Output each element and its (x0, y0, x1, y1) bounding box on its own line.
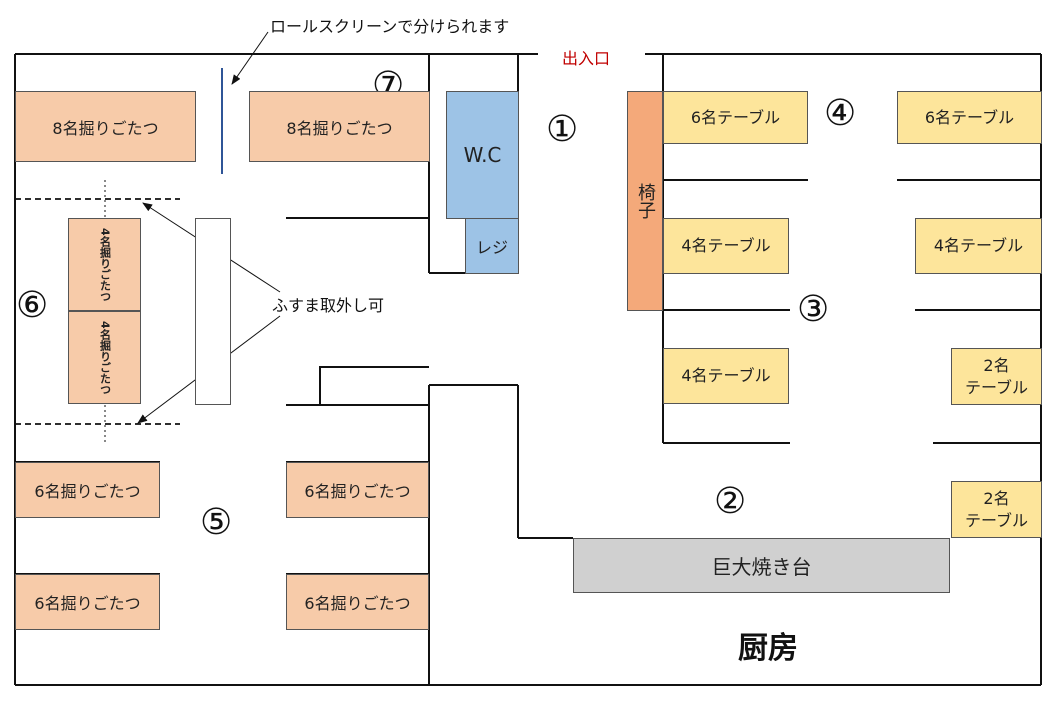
room6-partition (195, 218, 231, 405)
register: レジ (465, 218, 519, 274)
horigotatsu-6-table: 6名掘りごたつ (15, 574, 160, 630)
zone-3-label: ③ (797, 289, 830, 330)
giant-grill: 巨大焼き台 (573, 538, 950, 593)
horigotatsu-8-table: 8名掘りごたつ (249, 91, 430, 162)
zone-1-label: ① (546, 109, 579, 150)
table-2: 2名 テーブル (951, 348, 1042, 405)
table-2-line1: 2名 (983, 488, 1010, 508)
horigotatsu-8-table: 8名掘りごたつ (15, 91, 196, 162)
zone-4-label: ④ (824, 93, 857, 134)
table-4: 4名テーブル (915, 218, 1042, 274)
horigotatsu-6-table: 6名掘りごたつ (286, 462, 429, 518)
table-2-line2: テーブル (964, 377, 1029, 397)
roll-screen-arrow (231, 31, 269, 85)
horigotatsu-4-table: 4名掘りごたつ (68, 218, 141, 311)
kitchen-label: 厨房 (738, 631, 798, 666)
restroom: W.C (446, 91, 519, 219)
table-2: 2名 テーブル (951, 481, 1042, 538)
fusuma-note: ふすま取外し可 (272, 296, 385, 315)
entrance-label: 出入口 (562, 49, 611, 68)
zone-6-label: ⑥ (16, 285, 49, 326)
table-2-line2: テーブル (964, 510, 1029, 530)
table-6: 6名テーブル (897, 91, 1042, 144)
chair-bench: 椅子 (627, 91, 663, 311)
table-2-line1: 2名 (983, 355, 1010, 375)
roll-screen-note: ロールスクリーンで分けられます (270, 17, 510, 36)
table-4: 4名テーブル (663, 348, 789, 404)
zone-2-label: ② (714, 481, 747, 522)
horigotatsu-4-table: 4名掘りごたつ (68, 311, 141, 404)
fusuma-lines (15, 198, 180, 425)
zone-5-label: ⑤ (200, 502, 233, 543)
horigotatsu-6-table: 6名掘りごたつ (286, 574, 429, 630)
table-6: 6名テーブル (663, 91, 808, 144)
table-4: 4名テーブル (663, 218, 789, 274)
horigotatsu-6-table: 6名掘りごたつ (15, 462, 160, 518)
